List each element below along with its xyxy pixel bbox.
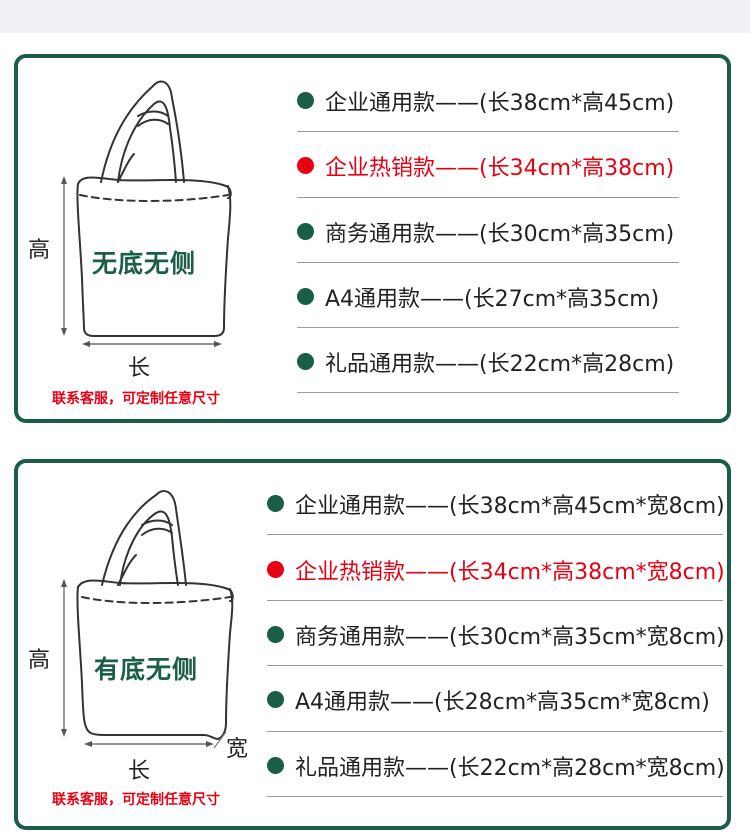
spec-row: A4通用款——(长28cm*高35cm*宽8cm) [267, 667, 710, 732]
spec-text: 礼品通用款——(长22cm*高28cm) [325, 351, 675, 377]
spec-text: 礼品通用款——(长22cm*高28cm*宽8cm) [295, 755, 725, 781]
spec-text: A4通用款——(长27cm*高35cm) [325, 286, 660, 312]
divider [267, 665, 723, 666]
spec-row: 企业通用款——(长38cm*高45cm) [297, 68, 674, 133]
spec-row: A4通用款——(长27cm*高35cm) [297, 264, 659, 329]
spec-text: 商务通用款——(长30cm*高35cm*宽8cm) [295, 624, 725, 650]
size-card-flat: 高 无底无侧 长 联系客服，可定制任意尺寸 企业通用款——(长38cm*高45c… [14, 54, 731, 423]
bullet-icon [267, 757, 284, 774]
bullet-icon [297, 157, 314, 174]
bag-diagram: 高 有底无侧 宽 长 联系客服，可定制任意尺寸 [18, 463, 288, 826]
divider [297, 262, 679, 263]
bullet-icon [267, 626, 284, 643]
bag-diagram: 高 无底无侧 长 联系客服，可定制任意尺寸 [18, 58, 288, 419]
spec-text: 企业热销款——(长34cm*高38cm*宽8cm) [295, 559, 725, 585]
tote-bag-icon [61, 490, 234, 749]
spec-row: 礼品通用款——(长22cm*高28cm*宽8cm) [267, 733, 725, 798]
top-bar [0, 0, 750, 33]
bullet-icon [267, 495, 284, 512]
spec-row: 商务通用款——(长30cm*高35cm) [297, 199, 674, 264]
divider [267, 731, 723, 732]
size-card-gusset: 高 有底无侧 宽 长 联系客服，可定制任意尺寸 企业通用款——(长38cm*高4… [14, 459, 731, 830]
divider [267, 796, 723, 797]
bullet-icon [297, 92, 314, 109]
divider [297, 131, 679, 132]
spec-row: 商务通用款——(长30cm*高35cm*宽8cm) [267, 602, 725, 667]
width-label: 宽 [226, 737, 249, 762]
bullet-icon [297, 353, 314, 370]
spec-row: 企业通用款——(长38cm*高45cm*宽8cm) [267, 471, 725, 536]
spec-text: 企业通用款——(长38cm*高45cm*宽8cm) [295, 493, 725, 519]
height-label: 高 [28, 238, 51, 263]
bag-type-label: 有底无侧 [94, 655, 199, 684]
spec-row: 礼品通用款——(长22cm*高28cm) [297, 329, 674, 394]
contact-note: 联系客服，可定制任意尺寸 [52, 792, 220, 808]
spec-row-hot: 企业热销款——(长34cm*高38cm) [297, 133, 674, 198]
divider [267, 534, 723, 535]
divider [297, 327, 679, 328]
divider [297, 392, 679, 393]
divider [267, 600, 723, 601]
tote-bag-icon [61, 80, 232, 347]
bag-type-label: 无底无侧 [92, 249, 197, 278]
bullet-icon [297, 288, 314, 305]
contact-note: 联系客服，可定制任意尺寸 [52, 391, 220, 407]
spec-row-hot: 企业热销款——(长34cm*高38cm*宽8cm) [267, 537, 725, 602]
length-label: 长 [128, 356, 151, 381]
divider [297, 197, 679, 198]
length-label: 长 [128, 759, 151, 784]
spec-text: A4通用款——(长28cm*高35cm*宽8cm) [295, 689, 710, 715]
height-label: 高 [28, 648, 51, 673]
spec-text: 商务通用款——(长30cm*高35cm) [325, 221, 675, 247]
bullet-icon [297, 223, 314, 240]
spec-text: 企业通用款——(长38cm*高45cm) [325, 90, 675, 116]
spec-text: 企业热销款——(长34cm*高38cm) [325, 155, 675, 181]
bullet-icon [267, 561, 284, 578]
bullet-icon [267, 691, 284, 708]
